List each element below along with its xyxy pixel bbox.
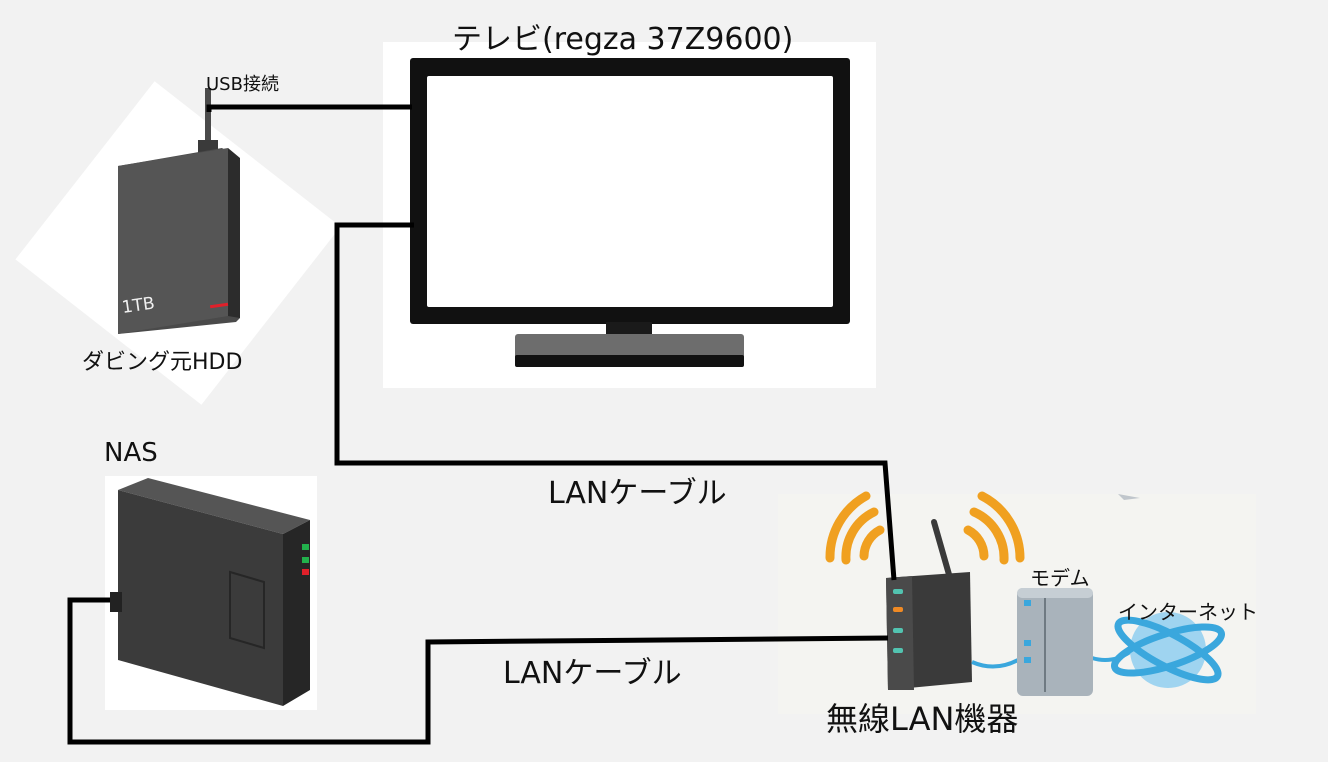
modem-label: モデム [1030, 566, 1090, 590]
internet-label: インターネット [1118, 600, 1258, 624]
lan-cable-label-bottom: LANケーブル [503, 656, 682, 691]
hdd-icon [118, 88, 240, 334]
router-icon [886, 519, 972, 690]
tv-label: テレビ(regza 37Z9600) [452, 22, 794, 57]
lan-cable-label-top: LANケーブル [548, 476, 727, 511]
hdd-label: ダビング元HDD [82, 350, 243, 375]
usb-cable [206, 104, 412, 112]
router-label: 無線LAN機器 [826, 700, 1019, 738]
nas-label: NAS [104, 438, 158, 468]
globe-icon [1111, 612, 1225, 688]
tv-router-lan-cable [334, 222, 897, 581]
tv-icon [410, 58, 850, 367]
usb-connection-label: USB接続 [206, 74, 279, 95]
wifi-wave-icon [825, 491, 1025, 565]
modem-icon [1017, 588, 1093, 696]
cables [67, 104, 897, 745]
nas-icon [110, 478, 310, 706]
nas-router-lan-cable [67, 597, 889, 745]
